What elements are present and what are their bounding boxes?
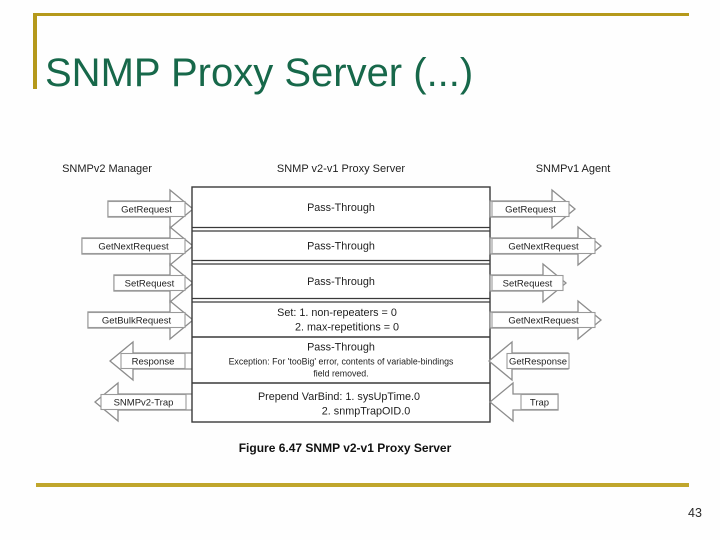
arrow-left-getrequest: GetRequest: [107, 188, 195, 230]
arrow-label: Response: [132, 357, 175, 368]
arrow-right-getnextrequest-2: GetNextRequest: [489, 299, 603, 341]
arrow-label: Trap: [530, 398, 549, 409]
arrow-left-setrequest: SetRequest: [113, 262, 195, 304]
row-6-prepend-line2: 2. snmpTrapOID.0: [322, 406, 410, 418]
arrow-left-response: Response: [108, 340, 194, 382]
arrow-label: GetNextRequest: [508, 242, 579, 253]
arrow-label: GetBulkRequest: [102, 316, 172, 327]
arrow-label: GetRequest: [121, 205, 172, 216]
row-1-pass-through: Pass-Through: [307, 202, 375, 214]
arrow-label: GetNextRequest: [508, 316, 579, 327]
row-4-set-line1: Set: 1. non-repeaters = 0: [277, 307, 397, 319]
row-6-prepend-line1: Prepend VarBind: 1. sysUpTime.0: [258, 391, 420, 403]
arrow-label: GetNextRequest: [98, 242, 169, 253]
row-5-exception-line2: field removed.: [313, 369, 368, 379]
row-3-pass-through: Pass-Through: [307, 276, 375, 288]
header-snmpv2-manager: SNMPv2 Manager: [62, 163, 152, 175]
arrow-left-snmpv2-trap: SNMPv2-Trap: [93, 381, 194, 423]
arrow-right-getnextrequest: GetNextRequest: [489, 225, 603, 267]
arrow-left-getbulkrequest: GetBulkRequest: [87, 299, 195, 341]
top-gold-rule: [33, 13, 689, 16]
arrow-right-getresponse: GetResponse: [487, 340, 570, 382]
figure-caption: Figure 6.47 SNMP v2-v1 Proxy Server: [239, 441, 452, 455]
arrow-right-setrequest: SetRequest: [489, 262, 568, 304]
row-2-pass-through: Pass-Through: [307, 241, 375, 253]
arrow-label: SetRequest: [125, 279, 175, 290]
arrow-label: SetRequest: [503, 279, 553, 290]
arrow-label: SNMPv2-Trap: [114, 398, 174, 409]
arrow-right-trap: Trap: [488, 381, 559, 423]
proxy-server-box: Pass-Through Pass-Through Pass-Through S…: [191, 186, 491, 423]
arrow-left-getnextrequest: GetNextRequest: [81, 225, 195, 267]
page-number: 43: [688, 506, 702, 520]
arrow-right-getrequest: GetRequest: [489, 188, 577, 230]
page-title: SNMP Proxy Server (...): [45, 50, 474, 95]
arrow-label: GetRequest: [505, 205, 556, 216]
snmp-proxy-diagram: SNMPv2 Manager SNMP v2-v1 Proxy Server S…: [62, 163, 611, 455]
arrow-label: GetResponse: [509, 357, 567, 368]
row-5-exception-line1: Exception: For 'tooBig' error, contents …: [229, 357, 454, 367]
header-snmpv1-agent: SNMPv1 Agent: [536, 163, 611, 175]
header-proxy-server: SNMP v2-v1 Proxy Server: [277, 163, 406, 175]
bottom-gold-rule: [36, 483, 689, 487]
left-gold-accent-bar: [33, 13, 37, 89]
row-4-set-line2: 2. max-repetitions = 0: [295, 322, 399, 334]
row-5-pass-through: Pass-Through: [307, 342, 375, 354]
